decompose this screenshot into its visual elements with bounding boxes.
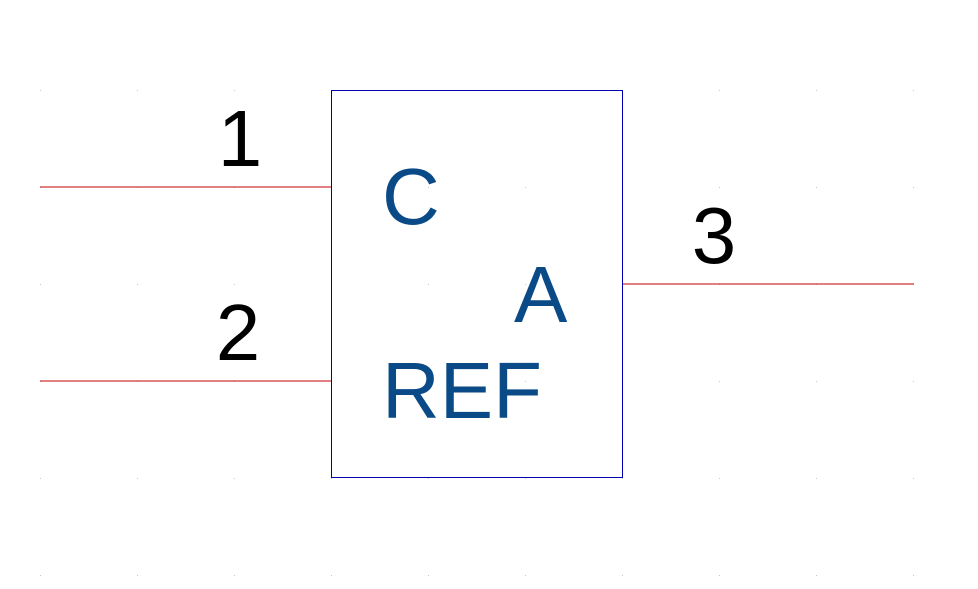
- grid-dot: [234, 284, 235, 285]
- grid-dot: [428, 381, 429, 382]
- cathode-label: C: [382, 152, 440, 241]
- grid-dot: [234, 478, 235, 479]
- grid-dot: [719, 90, 720, 91]
- grid-dot: [428, 284, 429, 285]
- grid-dot: [525, 575, 526, 576]
- grid-dot: [525, 187, 526, 188]
- grid-dot: [816, 381, 817, 382]
- grid-dot: [816, 575, 817, 576]
- grid-dot: [428, 478, 429, 479]
- grid-dot: [913, 478, 914, 479]
- grid-dot: [331, 575, 332, 576]
- grid-dot: [137, 478, 138, 479]
- grid-dot: [331, 478, 332, 479]
- grid-dot: [137, 284, 138, 285]
- grid-dot: [525, 284, 526, 285]
- grid-dot: [913, 90, 914, 91]
- grid-dot: [622, 478, 623, 479]
- grid-dot: [40, 284, 41, 285]
- component-body[interactable]: [331, 90, 623, 478]
- grid-dot: [913, 187, 914, 188]
- grid-dots: [40, 90, 914, 576]
- anode-label: A: [514, 250, 568, 339]
- grid-dot: [525, 478, 526, 479]
- pin-2-number: 2: [216, 288, 261, 377]
- grid-dot: [719, 381, 720, 382]
- grid-dot: [428, 187, 429, 188]
- grid-dot: [428, 575, 429, 576]
- grid-dot: [913, 381, 914, 382]
- ref-label: REF: [382, 346, 542, 435]
- grid-dot: [816, 187, 817, 188]
- grid-dot: [816, 90, 817, 91]
- grid-dot: [525, 381, 526, 382]
- grid-dot: [40, 478, 41, 479]
- grid-dot: [622, 575, 623, 576]
- grid-dot: [234, 90, 235, 91]
- grid-dot: [137, 575, 138, 576]
- grid-dot: [816, 478, 817, 479]
- pin-1-number: 1: [218, 94, 263, 183]
- grid-dot: [137, 90, 138, 91]
- grid-dot: [719, 187, 720, 188]
- grid-dot: [234, 575, 235, 576]
- pin-3-number: 3: [692, 191, 737, 280]
- grid-dot: [913, 575, 914, 576]
- grid-dot: [40, 575, 41, 576]
- grid-dot: [719, 478, 720, 479]
- grid-dot: [40, 90, 41, 91]
- grid-dot: [719, 575, 720, 576]
